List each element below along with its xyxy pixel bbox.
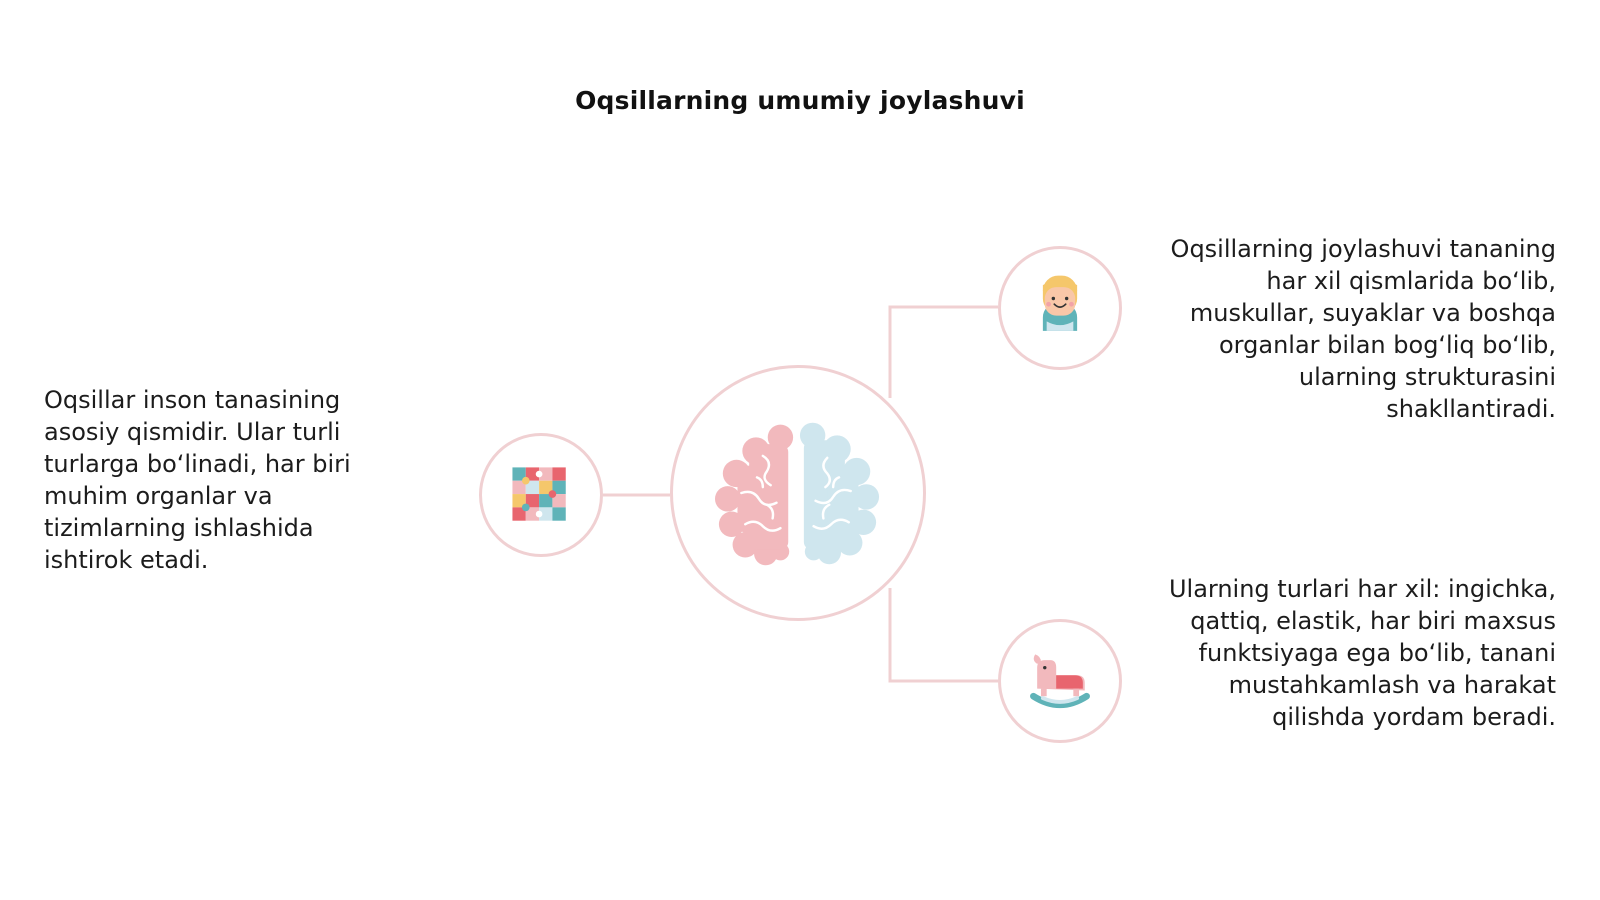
puzzle-icon xyxy=(512,467,566,521)
slide-title: Oqsillarning umumiy joylashuvi xyxy=(575,86,1025,115)
rocking-horse-icon xyxy=(1030,654,1090,709)
description-top-right: Oqsillarning joylashuvi tananing har xil… xyxy=(1170,235,1556,423)
left-node xyxy=(479,433,603,557)
bottom-node xyxy=(998,619,1122,743)
description-bottom-right: Ularning turlari har xil: ingichka, qatt… xyxy=(1168,575,1556,731)
child-face-icon xyxy=(1042,275,1078,331)
brain-icon xyxy=(714,422,880,566)
top-node xyxy=(998,246,1122,370)
description-left: Oqsillar inson tanasining asosiy qismidi… xyxy=(44,386,351,574)
connector-top xyxy=(888,305,998,398)
connector-bottom xyxy=(888,588,998,683)
center-node xyxy=(670,365,926,621)
